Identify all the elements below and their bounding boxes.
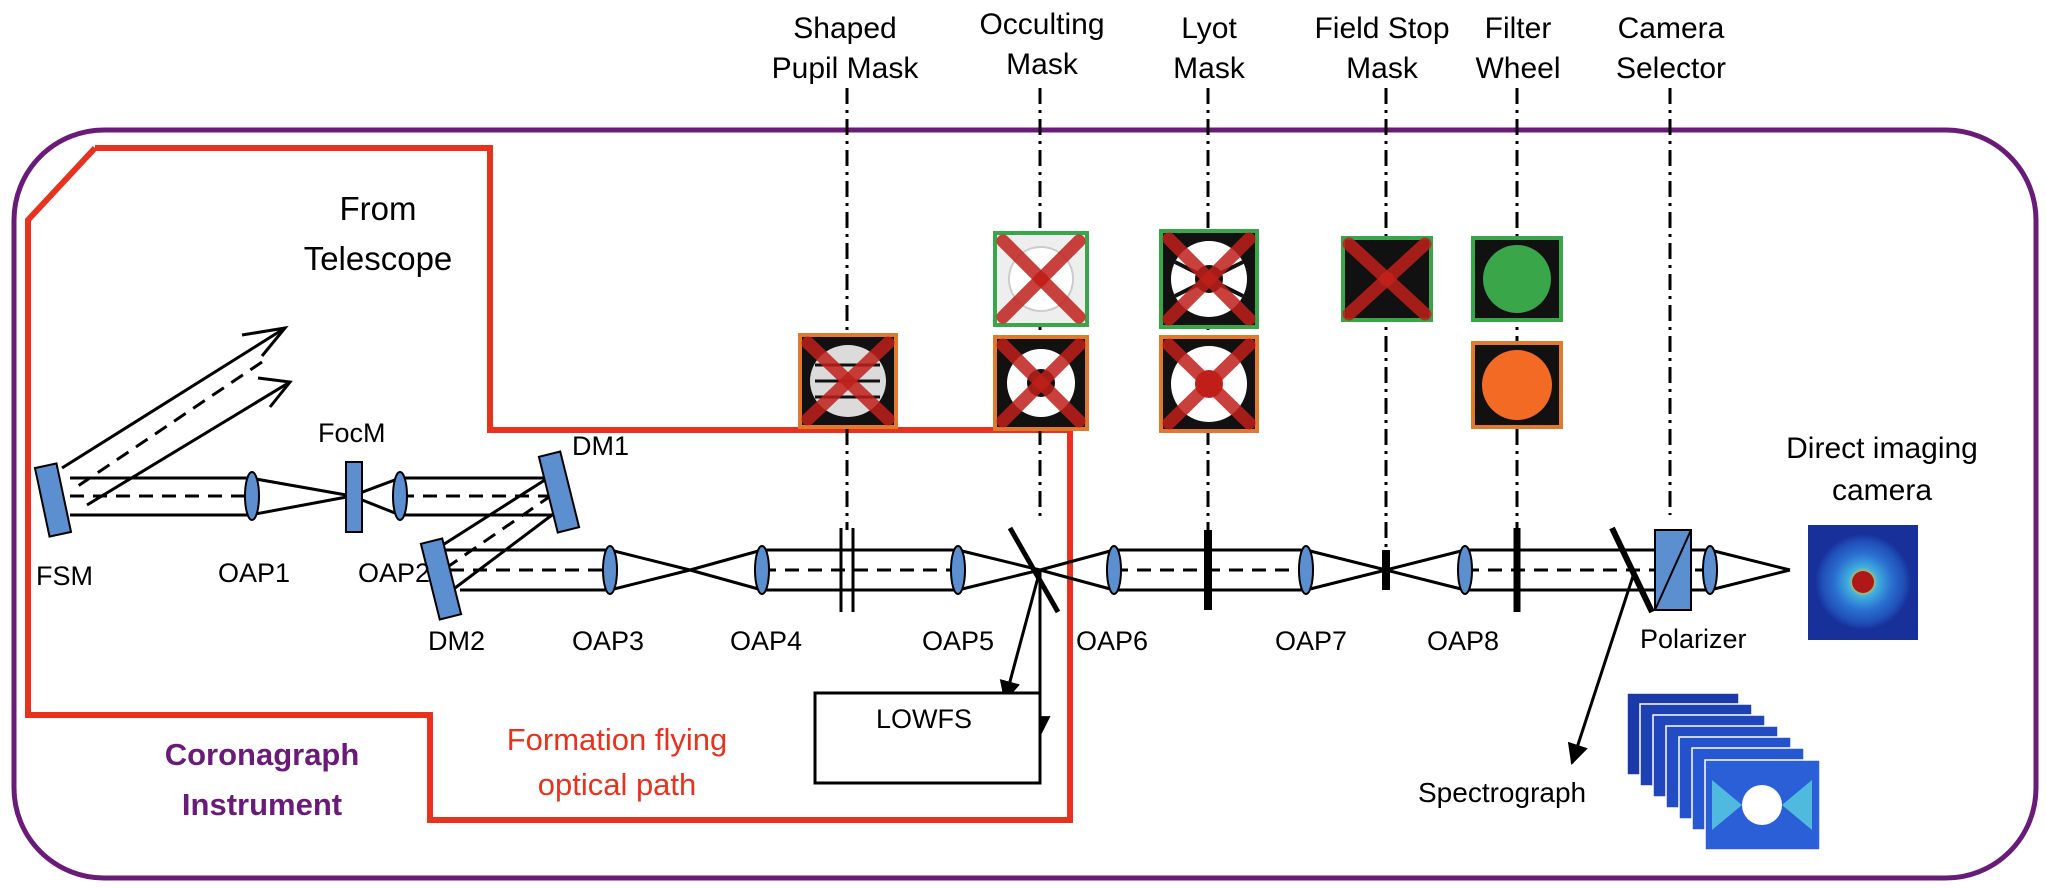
label-oap1: OAP1	[218, 558, 290, 588]
label-lowfs: LOWFS	[876, 704, 972, 734]
oap3-lens	[602, 545, 618, 595]
label-lyot-2: Mask	[1173, 52, 1246, 85]
oap2-lens	[392, 471, 408, 521]
spectrograph-images	[1626, 692, 1821, 851]
oap5-lens	[950, 545, 966, 595]
label-direct-imaging-1: Direct imaging	[1786, 432, 1978, 465]
focm-mirror	[345, 461, 363, 533]
label-fsm: FSM	[36, 561, 93, 591]
formation-path-outline	[25, 145, 1073, 823]
lowfs-box	[813, 691, 1042, 785]
dm2-mirror	[419, 537, 463, 621]
label-oap8: OAP8	[1427, 626, 1499, 656]
label-polarizer: Polarizer	[1640, 624, 1747, 654]
label-from-telescope-2: Telescope	[304, 240, 453, 277]
fsm-mirror	[33, 462, 73, 538]
label-spectrograph: Spectrograph	[1418, 777, 1586, 808]
label-focm: FocM	[318, 418, 386, 448]
label-lyot-1: Lyot	[1181, 12, 1237, 45]
label-shaped-pupil-1: Shaped	[793, 12, 896, 45]
final-lens	[1702, 545, 1718, 595]
label-field-stop-2: Mask	[1346, 52, 1419, 85]
lenses	[244, 471, 1718, 595]
label-oap6: OAP6	[1076, 626, 1148, 656]
label-dm2: DM2	[428, 626, 485, 656]
label-oap5: OAP5	[922, 626, 994, 656]
mask-thumbnails	[798, 229, 1563, 433]
oap6-lens	[1106, 545, 1122, 595]
oap4-lens	[754, 545, 770, 595]
label-from-telescope-1: From	[340, 190, 417, 227]
telescope-beams	[61, 325, 293, 507]
label-occulting-1: Occulting	[979, 8, 1104, 41]
label-occulting-2: Mask	[1006, 48, 1079, 81]
label-formation-2: optical path	[538, 767, 697, 802]
instrument-border	[11, 127, 2039, 881]
label-oap7: OAP7	[1275, 626, 1347, 656]
label-coronagraph-1: Coronagraph	[165, 737, 360, 772]
mirrors	[33, 450, 581, 621]
label-camera-selector-1: Camera	[1618, 12, 1725, 45]
oap7-lens	[1298, 545, 1314, 595]
label-oap3: OAP3	[572, 626, 644, 656]
label-shaped-pupil-2: Pupil Mask	[772, 52, 920, 85]
label-coronagraph-2: Instrument	[182, 787, 342, 822]
label-filter-wheel-1: Filter	[1485, 12, 1552, 45]
beam-paths	[70, 476, 1791, 765]
label-formation-1: Formation flying	[507, 722, 728, 757]
label-field-stop-1: Field Stop	[1314, 12, 1449, 45]
red-crosses	[801, 232, 1432, 430]
dm1-mirror	[537, 450, 581, 534]
label-oap2: OAP2	[358, 558, 430, 588]
mechanism-elements	[839, 526, 1655, 614]
label-oap4: OAP4	[730, 626, 802, 656]
label-camera-selector-2: Selector	[1616, 52, 1726, 85]
oap8-lens	[1457, 545, 1473, 595]
label-direct-imaging-2: camera	[1832, 474, 1932, 507]
label-dm1: DM1	[572, 431, 629, 461]
oap1-lens	[244, 471, 260, 521]
label-filter-wheel-2: Wheel	[1475, 52, 1560, 85]
